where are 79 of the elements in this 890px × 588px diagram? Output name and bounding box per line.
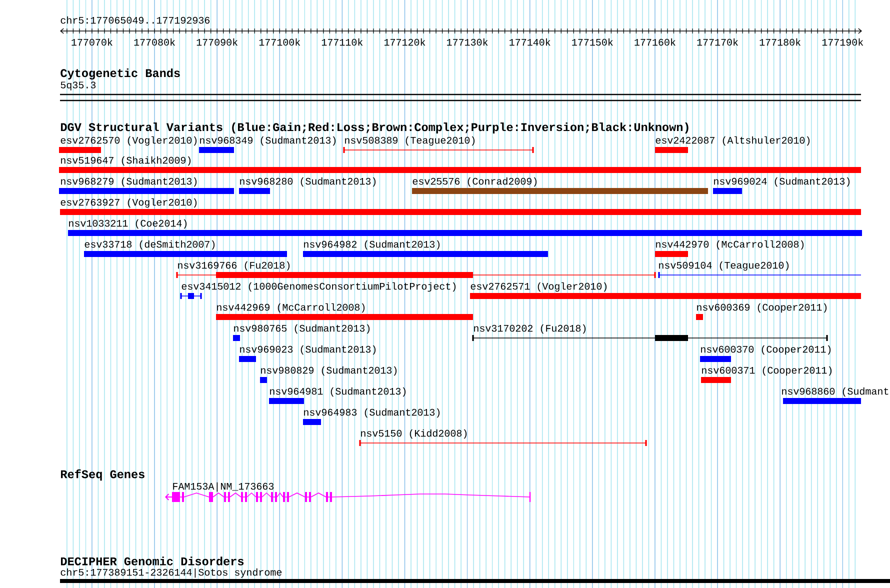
variant-bar: nsv600370 (Cooper2011) — [700, 345, 831, 362]
tick-label: 177170k — [697, 38, 738, 46]
variant-span: nsv5150 (Kidd2008) — [359, 429, 647, 446]
tick-label: 177070k — [72, 38, 112, 46]
cytoband-track: 5q35.3 — [60, 82, 862, 102]
node-label: nsv600370 (Cooper2011) — [701, 345, 831, 355]
node-label: esv33718 (deSmith2007) — [84, 240, 215, 250]
node-label: nsv968279 (Sudmant2013) — [61, 177, 197, 187]
track-heading: DGV Structural Variants (Blue:Gain;Red:Loss;Brown:Complex;Purple:Inversion;Black:Unknown) — [60, 122, 688, 134]
variant-bar: nsv968279 (Sudmant2013) — [59, 177, 234, 194]
variant-span: nsv509104 (Teague2010) — [658, 261, 862, 278]
variant-bar: nsv964982 (Sudmant2013) — [303, 240, 548, 257]
variant-bar: esv2762571 (Vogler2010) — [470, 282, 862, 299]
variant-span: esv3415012 (1000GenomesConsortiumPilotProject) — [180, 282, 456, 299]
tick-label: 177080k — [134, 38, 176, 46]
variant-bar: nsv519647 (Shaikh2009) — [59, 156, 862, 173]
variant-span: nsv3169766 (Fu2018) — [176, 261, 656, 278]
tick-label: 177100k — [259, 38, 300, 46]
variant-bar: esv2763927 (Vogler2010) — [60, 198, 862, 215]
variant-span: nsv3170202 (Fu2018) — [472, 324, 828, 341]
node-label: nsv969024 (Sudmant2013) — [714, 177, 850, 187]
ruler-label: chr5:177065049..177192936 — [60, 16, 210, 24]
node-label: nsv964983 (Sudmant2013) — [304, 408, 440, 418]
node-label: nsv600371 (Cooper2011) — [702, 366, 832, 376]
node-label: nsv442969 (McCarroll2008) — [217, 303, 365, 313]
variant-bar: nsv1033211 (Coe2014) — [68, 219, 862, 236]
variant-bar: nsv600369 (Cooper2011) — [696, 303, 827, 320]
variant-bar: nsv964983 (Sudmant2013) — [303, 408, 440, 425]
node-label: chr5:177389151-2326144|Sotos syndrome — [60, 568, 282, 578]
node-label: FAM153A|NM_173663 — [173, 482, 274, 492]
node-label: nsv964982 (Sudmant2013) — [304, 240, 440, 250]
variant-bar: esv2422087 (Altshuler2010) — [655, 136, 810, 153]
tick-label: 177160k — [634, 38, 676, 46]
variant-bar: esv2762570 (Vogler2010) — [59, 136, 197, 153]
node-label: nsv3169766 (Fu2018) — [178, 261, 290, 271]
track-heading: DECIPHER Genomic Disorders — [60, 556, 244, 566]
variant-bar: nsv969023 (Sudmant2013) — [239, 345, 376, 362]
tick-label: 177150k — [572, 38, 613, 46]
node-label: nsv442970 (McCarroll2008) — [656, 240, 804, 250]
node-label: nsv968860 (Sudmant — [782, 387, 888, 397]
variant-bar: nsv964981 (Sudmant2013) — [269, 387, 406, 404]
track-heading: RefSeq Genes — [60, 469, 144, 481]
variant-bar: nsv969024 (Sudmant2013) — [713, 177, 850, 194]
node-label: esv25576 (Conrad2009) — [412, 177, 537, 187]
tick-label: 177090k — [196, 38, 238, 46]
node-label: nsv968349 (Sudmant2013) — [200, 136, 336, 146]
node-label: esv2422087 (Altshuler2010) — [656, 136, 810, 146]
variant-bar: esv25576 (Conrad2009) — [412, 177, 708, 194]
variant-bar: nsv968280 (Sudmant2013) — [239, 177, 376, 194]
node-label: esv2762571 (Vogler2010) — [470, 282, 607, 292]
gene-model: FAM153A|NM_173663 — [165, 482, 531, 502]
node-label: esv3415012 (1000GenomesConsortiumPilotProject) — [182, 282, 456, 292]
tick-label: 177130k — [447, 38, 488, 46]
node-label: nsv1033211 (Coe2014) — [69, 219, 187, 229]
tick-label: 177140k — [510, 38, 550, 46]
variant-bar: nsv442970 (McCarroll2008) — [655, 240, 804, 257]
variant-bar: nsv980829 (Sudmant2013) — [260, 366, 397, 383]
disorder-region: chr5:177389151-2326144|Sotos syndrome — [60, 568, 890, 583]
node-label: nsv964981 (Sudmant2013) — [270, 387, 406, 397]
tick-label: 177110k — [322, 38, 363, 46]
variant-bar: nsv968349 (Sudmant2013) — [199, 136, 336, 153]
node-label: nsv600369 (Cooper2011) — [697, 303, 827, 313]
node-label: esv2763927 (Vogler2010) — [60, 198, 197, 208]
node-label: nsv968280 (Sudmant2013) — [240, 177, 376, 187]
node-label: nsv3170202 (Fu2018) — [474, 324, 586, 334]
tick-label: 177190k — [822, 38, 864, 46]
node-label: nsv969023 (Sudmant2013) — [240, 345, 376, 355]
tick-label: 177120k — [384, 38, 426, 46]
tick-label: 177180k — [760, 38, 801, 46]
variant-bar: nsv600371 (Cooper2011) — [701, 366, 832, 383]
node-label: esv2762570 (Vogler2010) — [60, 136, 197, 146]
node-label: nsv980765 (Sudmant2013) — [234, 324, 370, 334]
variant-bar: nsv980765 (Sudmant2013) — [233, 324, 370, 341]
variant-bar: nsv442969 (McCarroll2008) — [216, 303, 473, 320]
variant-bar: nsv968860 (Sudmant — [782, 387, 888, 404]
node-label: nsv519647 (Shaikh2009) — [61, 156, 191, 166]
variant-span: nsv508389 (Teague2010) — [343, 136, 534, 153]
variant-bar: esv33718 (deSmith2007) — [84, 240, 287, 257]
node-label: nsv980829 (Sudmant2013) — [261, 366, 397, 376]
